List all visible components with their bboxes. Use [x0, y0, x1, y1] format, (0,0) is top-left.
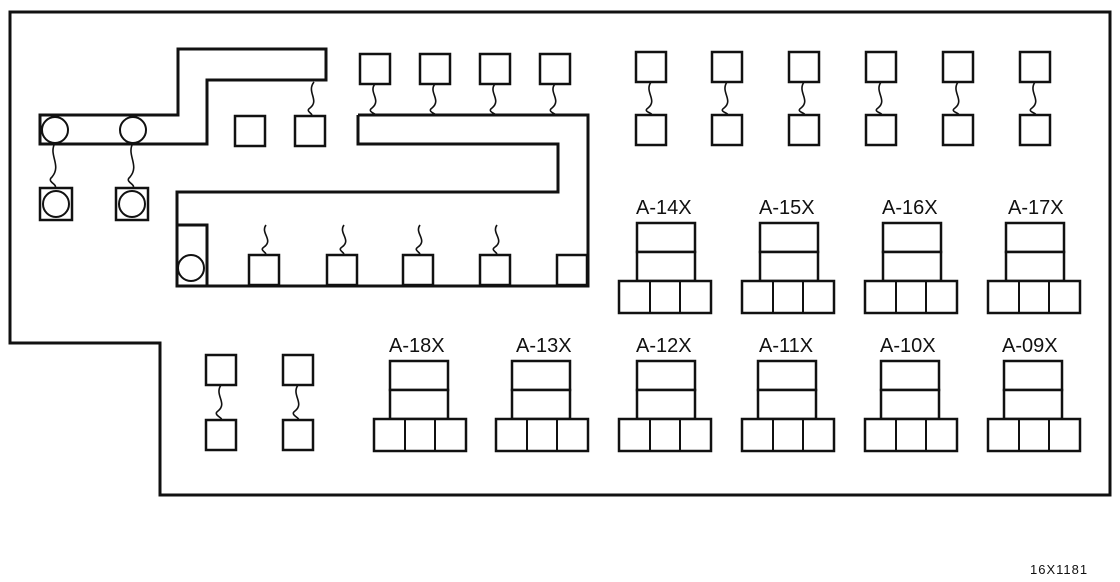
circle-fuse-1: [38, 186, 74, 222]
relay-label-a12x: A-12X: [636, 335, 692, 357]
fuse-pairs-lower-left: [204, 353, 315, 452]
fuse-wire: [339, 224, 347, 256]
relay-label-a09x: A-09X: [1002, 335, 1058, 357]
fuse-wire: [798, 81, 806, 116]
fuse: [710, 113, 744, 147]
fuse-wire: [215, 384, 223, 421]
fuse: [941, 50, 975, 84]
relay-label-a13x: A-13X: [516, 335, 572, 357]
fuse: [281, 418, 315, 452]
relay-label-a17x: A-17X: [1008, 197, 1064, 219]
fuse: [634, 50, 668, 84]
fuse-wire: [261, 224, 269, 256]
relay-a11x: A-11X: [740, 335, 836, 453]
fuse-pairs-right: [634, 50, 1052, 147]
fuse-wire: [429, 83, 437, 116]
panel-outline: [8, 10, 1112, 497]
fuse: [710, 50, 744, 84]
fuse: [538, 52, 572, 86]
fuse: [555, 253, 589, 287]
relay-label-a15x: A-15X: [759, 197, 815, 219]
relay-a14x: A-14X: [617, 197, 713, 315]
fuse-wire: [492, 224, 500, 256]
fuse-wire: [875, 81, 883, 116]
fuse: [864, 113, 898, 147]
fuse-wire: [369, 83, 377, 116]
fuse: [1018, 113, 1052, 147]
relay-a10x: A-10X: [863, 335, 959, 453]
fuse: [478, 253, 512, 287]
relay-a17x: A-17X: [986, 197, 1082, 315]
fuse: [233, 114, 267, 148]
circle-fuse-2-ring: [118, 190, 146, 218]
relay-a16x: A-16X: [863, 197, 959, 315]
bus-terminal-3: [177, 254, 205, 282]
fuse: [478, 52, 512, 86]
fuse: [204, 418, 238, 452]
fuse-wire: [952, 81, 960, 116]
fuse: [358, 52, 392, 86]
relay-a09x: A-09X: [986, 335, 1082, 453]
fuse-wire: [307, 81, 315, 117]
fuse-wire: [415, 224, 423, 256]
fuse: [787, 113, 821, 147]
figure-code: 16X1181: [1030, 562, 1088, 577]
fuse-wire: [127, 142, 135, 189]
fuse: [293, 114, 327, 148]
fuse: [634, 113, 668, 147]
fuse-wire: [549, 83, 557, 116]
bus-terminal-2: [119, 116, 147, 144]
fuse: [204, 353, 238, 387]
fuse: [401, 253, 435, 287]
fuse: [941, 113, 975, 147]
bus-bar-main: [177, 113, 590, 288]
fuse-wire: [645, 81, 653, 116]
fuse-wire: [1029, 81, 1037, 116]
circle-fuse-1-ring: [42, 190, 70, 218]
relay-label-a11x: A-11X: [759, 335, 813, 357]
bus-terminal-1: [41, 116, 69, 144]
bus-bar-return: [175, 115, 560, 288]
fuse: [281, 353, 315, 387]
fuse-wire: [292, 384, 300, 421]
fuse: [325, 253, 359, 287]
fuse: [247, 253, 281, 287]
fuse: [418, 52, 452, 86]
relay-a13x: A-13X: [494, 335, 590, 453]
relay-label-a10x: A-10X: [880, 335, 936, 357]
circle-fuse-2: [114, 186, 150, 222]
relay-label-a14x: A-14X: [636, 197, 692, 219]
fuse: [864, 50, 898, 84]
fuse-wire: [721, 81, 729, 116]
relay-label-a16x: A-16X: [882, 197, 938, 219]
fuse-wire: [489, 83, 497, 116]
fuse-row-middle: [247, 224, 589, 287]
bus-bar: [38, 47, 328, 146]
fuse: [787, 50, 821, 84]
relay-a15x: A-15X: [740, 197, 836, 315]
fuse: [1018, 50, 1052, 84]
relay-a12x: A-12X: [617, 335, 713, 453]
relay-a18x: A-18X: [372, 335, 468, 453]
fuse-row-top: [233, 52, 572, 148]
relay-label-a18x: A-18X: [389, 335, 445, 357]
fuse-wire: [49, 142, 57, 189]
